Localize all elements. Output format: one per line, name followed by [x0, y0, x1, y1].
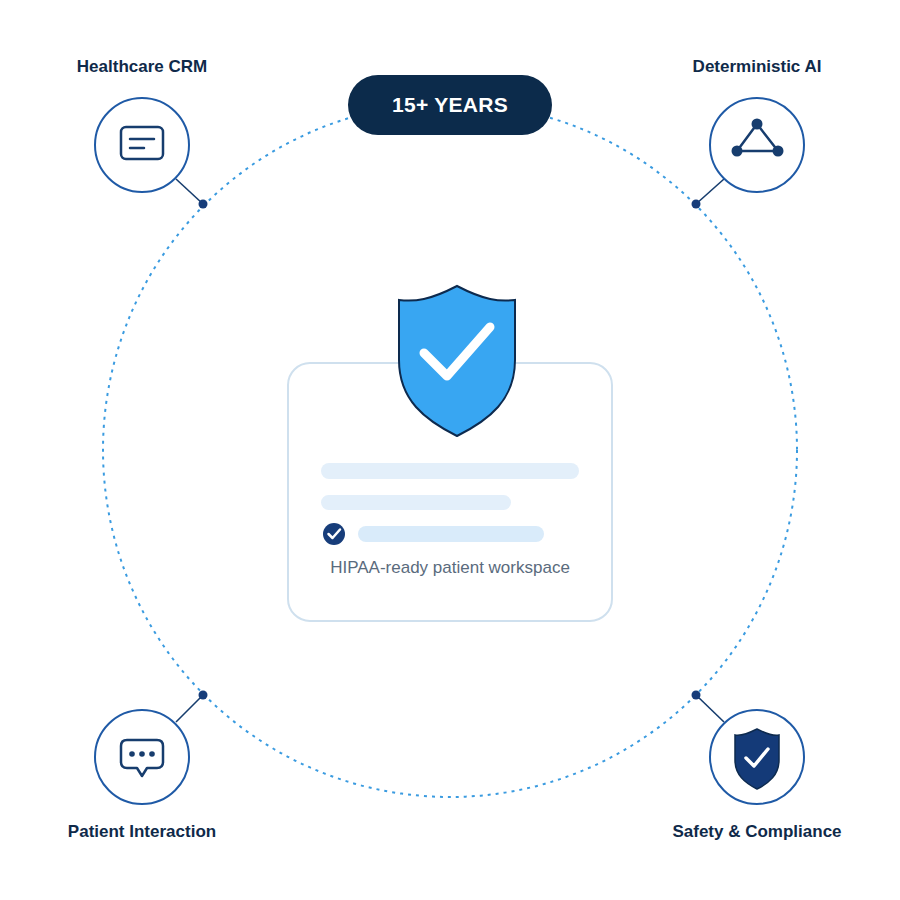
card-caption: HIPAA-ready patient workspace: [330, 558, 570, 578]
workspace-card-box: HIPAA-ready patient workspace: [287, 362, 613, 622]
crm-icon: [121, 127, 163, 159]
service-icon-circle: Healthcare CRM: [94, 97, 190, 193]
chat-bubble-icon: [121, 740, 163, 776]
safety-shield-icon: [735, 729, 779, 789]
leader-lines: [176, 179, 724, 722]
security-shield: [399, 286, 515, 436]
years-badge: 15+ YEARS: [348, 75, 552, 135]
badge-text: 15+ YEARS: [392, 93, 508, 117]
ai-graph-icon: [732, 119, 784, 157]
icon-label: Healthcare CRM: [77, 57, 207, 77]
service-icon-circle: Patient Interaction: [94, 709, 190, 805]
icon-label: Patient Interaction: [68, 822, 216, 842]
service-icon-circle: Safety & Compliance: [709, 709, 805, 805]
icon-label: Deterministic AI: [693, 57, 822, 77]
service-icon-circle: Deterministic AI: [709, 97, 805, 193]
orbit-ring: [103, 103, 797, 797]
icon-label: Safety & Compliance: [672, 822, 841, 842]
icon-circle-fills: [96, 99, 803, 803]
orbit-dots: [199, 200, 701, 700]
